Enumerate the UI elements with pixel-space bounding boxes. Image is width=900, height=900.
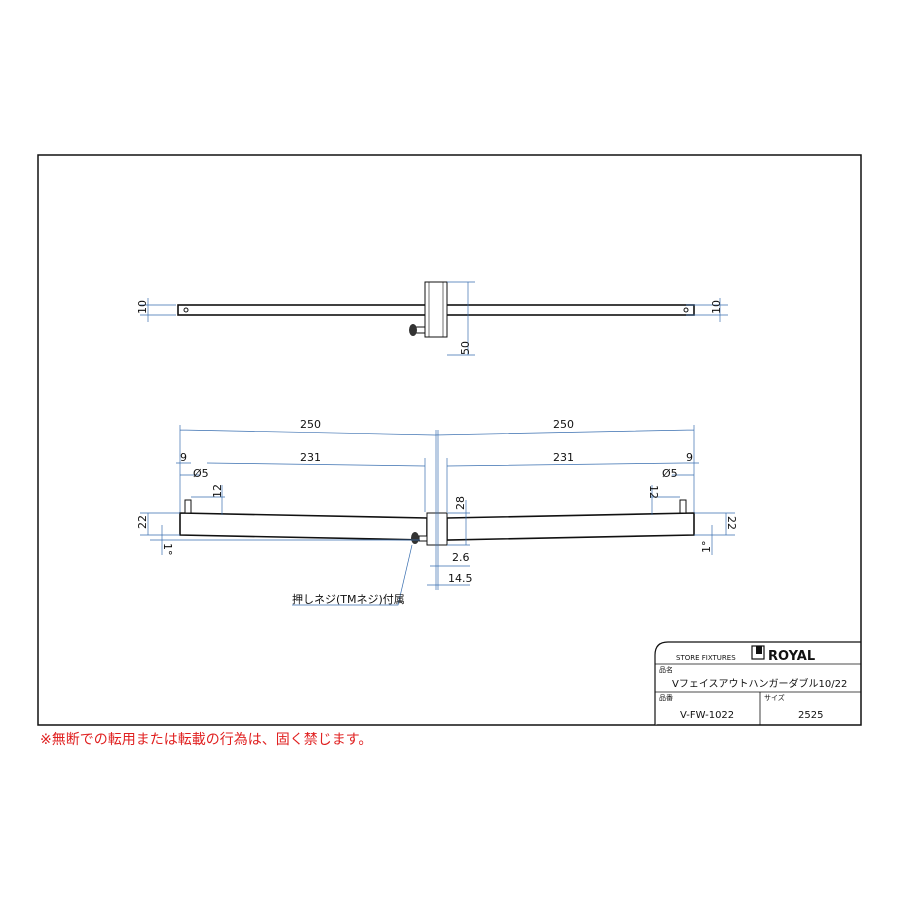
dim-label: 28 bbox=[454, 496, 467, 510]
title-block: STORE FIXTURES ROYAL 品名 Vフェイスアウトハンガーダブル1… bbox=[654, 641, 861, 725]
product-size: 2525 bbox=[798, 710, 823, 721]
dim-label: 14.5 bbox=[448, 572, 473, 585]
pin-right bbox=[679, 499, 687, 514]
thumb-screw-icon bbox=[411, 532, 419, 544]
dim-label: 22 bbox=[136, 515, 149, 529]
thumb-screw-icon bbox=[409, 324, 417, 336]
right-arm bbox=[446, 512, 695, 541]
drawing-frame bbox=[37, 154, 862, 726]
dim-label: 9 bbox=[180, 451, 187, 464]
dim-label: 12 bbox=[647, 485, 660, 499]
company-label: STORE FIXTURES bbox=[676, 654, 736, 662]
name-label: 品名 bbox=[659, 665, 673, 674]
dim-label: 231 bbox=[300, 451, 321, 464]
dim-label: 2.6 bbox=[452, 551, 470, 564]
brand-logo: ROYAL bbox=[768, 649, 815, 664]
dim-label: 250 bbox=[553, 418, 574, 431]
dim-label: 231 bbox=[553, 451, 574, 464]
dim-label: 10 bbox=[710, 300, 723, 314]
dim-label: 1° bbox=[700, 541, 713, 554]
dim-label: 10 bbox=[136, 300, 149, 314]
dim-label: 22 bbox=[725, 516, 738, 530]
pin-left bbox=[184, 499, 192, 514]
top-view: 10 10 50 bbox=[136, 281, 728, 356]
code-label: 品番 bbox=[659, 694, 673, 702]
dim-label: Ø5 bbox=[662, 467, 678, 480]
dim-label: 9 bbox=[686, 451, 693, 464]
dim-label: 250 bbox=[300, 418, 321, 431]
dim-label: 50 bbox=[459, 341, 472, 355]
product-code: V-FW-1022 bbox=[680, 710, 734, 721]
center-block-top bbox=[424, 281, 448, 338]
copyright-warning: ※無断での転用または転載の行為は、固く禁じます。 bbox=[40, 732, 373, 748]
dim-label: 1° bbox=[161, 543, 174, 556]
front-view: 250 250 231 231 9 9 Ø5 Ø5 12 12 28 22 22… bbox=[136, 418, 738, 606]
screw-note: 押しネジ(TMネジ)付属 bbox=[292, 592, 405, 606]
dim-label: 12 bbox=[211, 484, 224, 498]
center-block bbox=[426, 512, 448, 546]
size-label: サイズ bbox=[764, 693, 785, 702]
left-arm bbox=[179, 512, 428, 541]
dim-label: Ø5 bbox=[193, 467, 209, 480]
product-name: Vフェイスアウトハンガーダブル10/22 bbox=[672, 677, 847, 690]
